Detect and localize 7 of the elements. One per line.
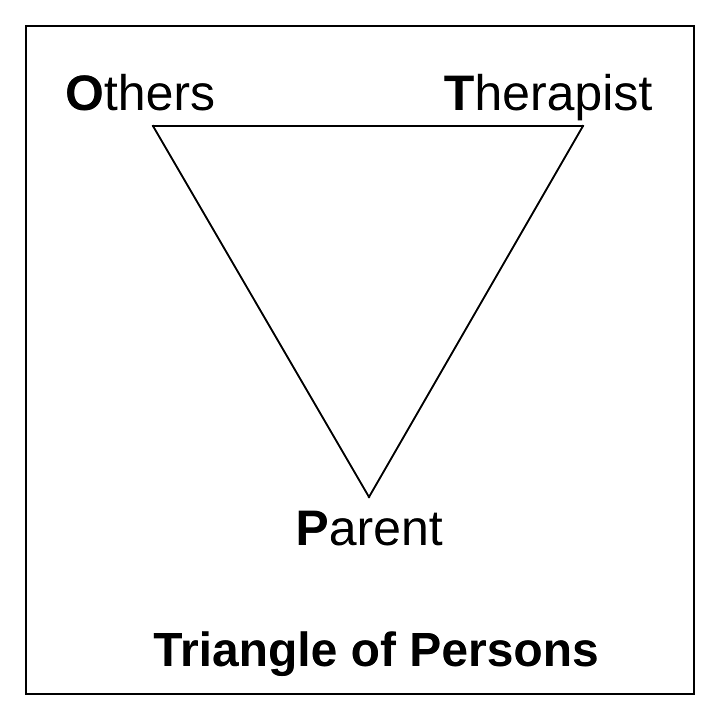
triangle-side-line	[152, 125, 370, 498]
vertex-label: Others	[64, 68, 216, 118]
diagram-title: Triangle of Persons	[153, 626, 599, 676]
triangle-side-line	[368, 125, 584, 498]
vertex-label: Parent	[295, 503, 443, 553]
vertex-label: Therapist	[444, 68, 652, 118]
triangle-side-line	[152, 125, 584, 127]
